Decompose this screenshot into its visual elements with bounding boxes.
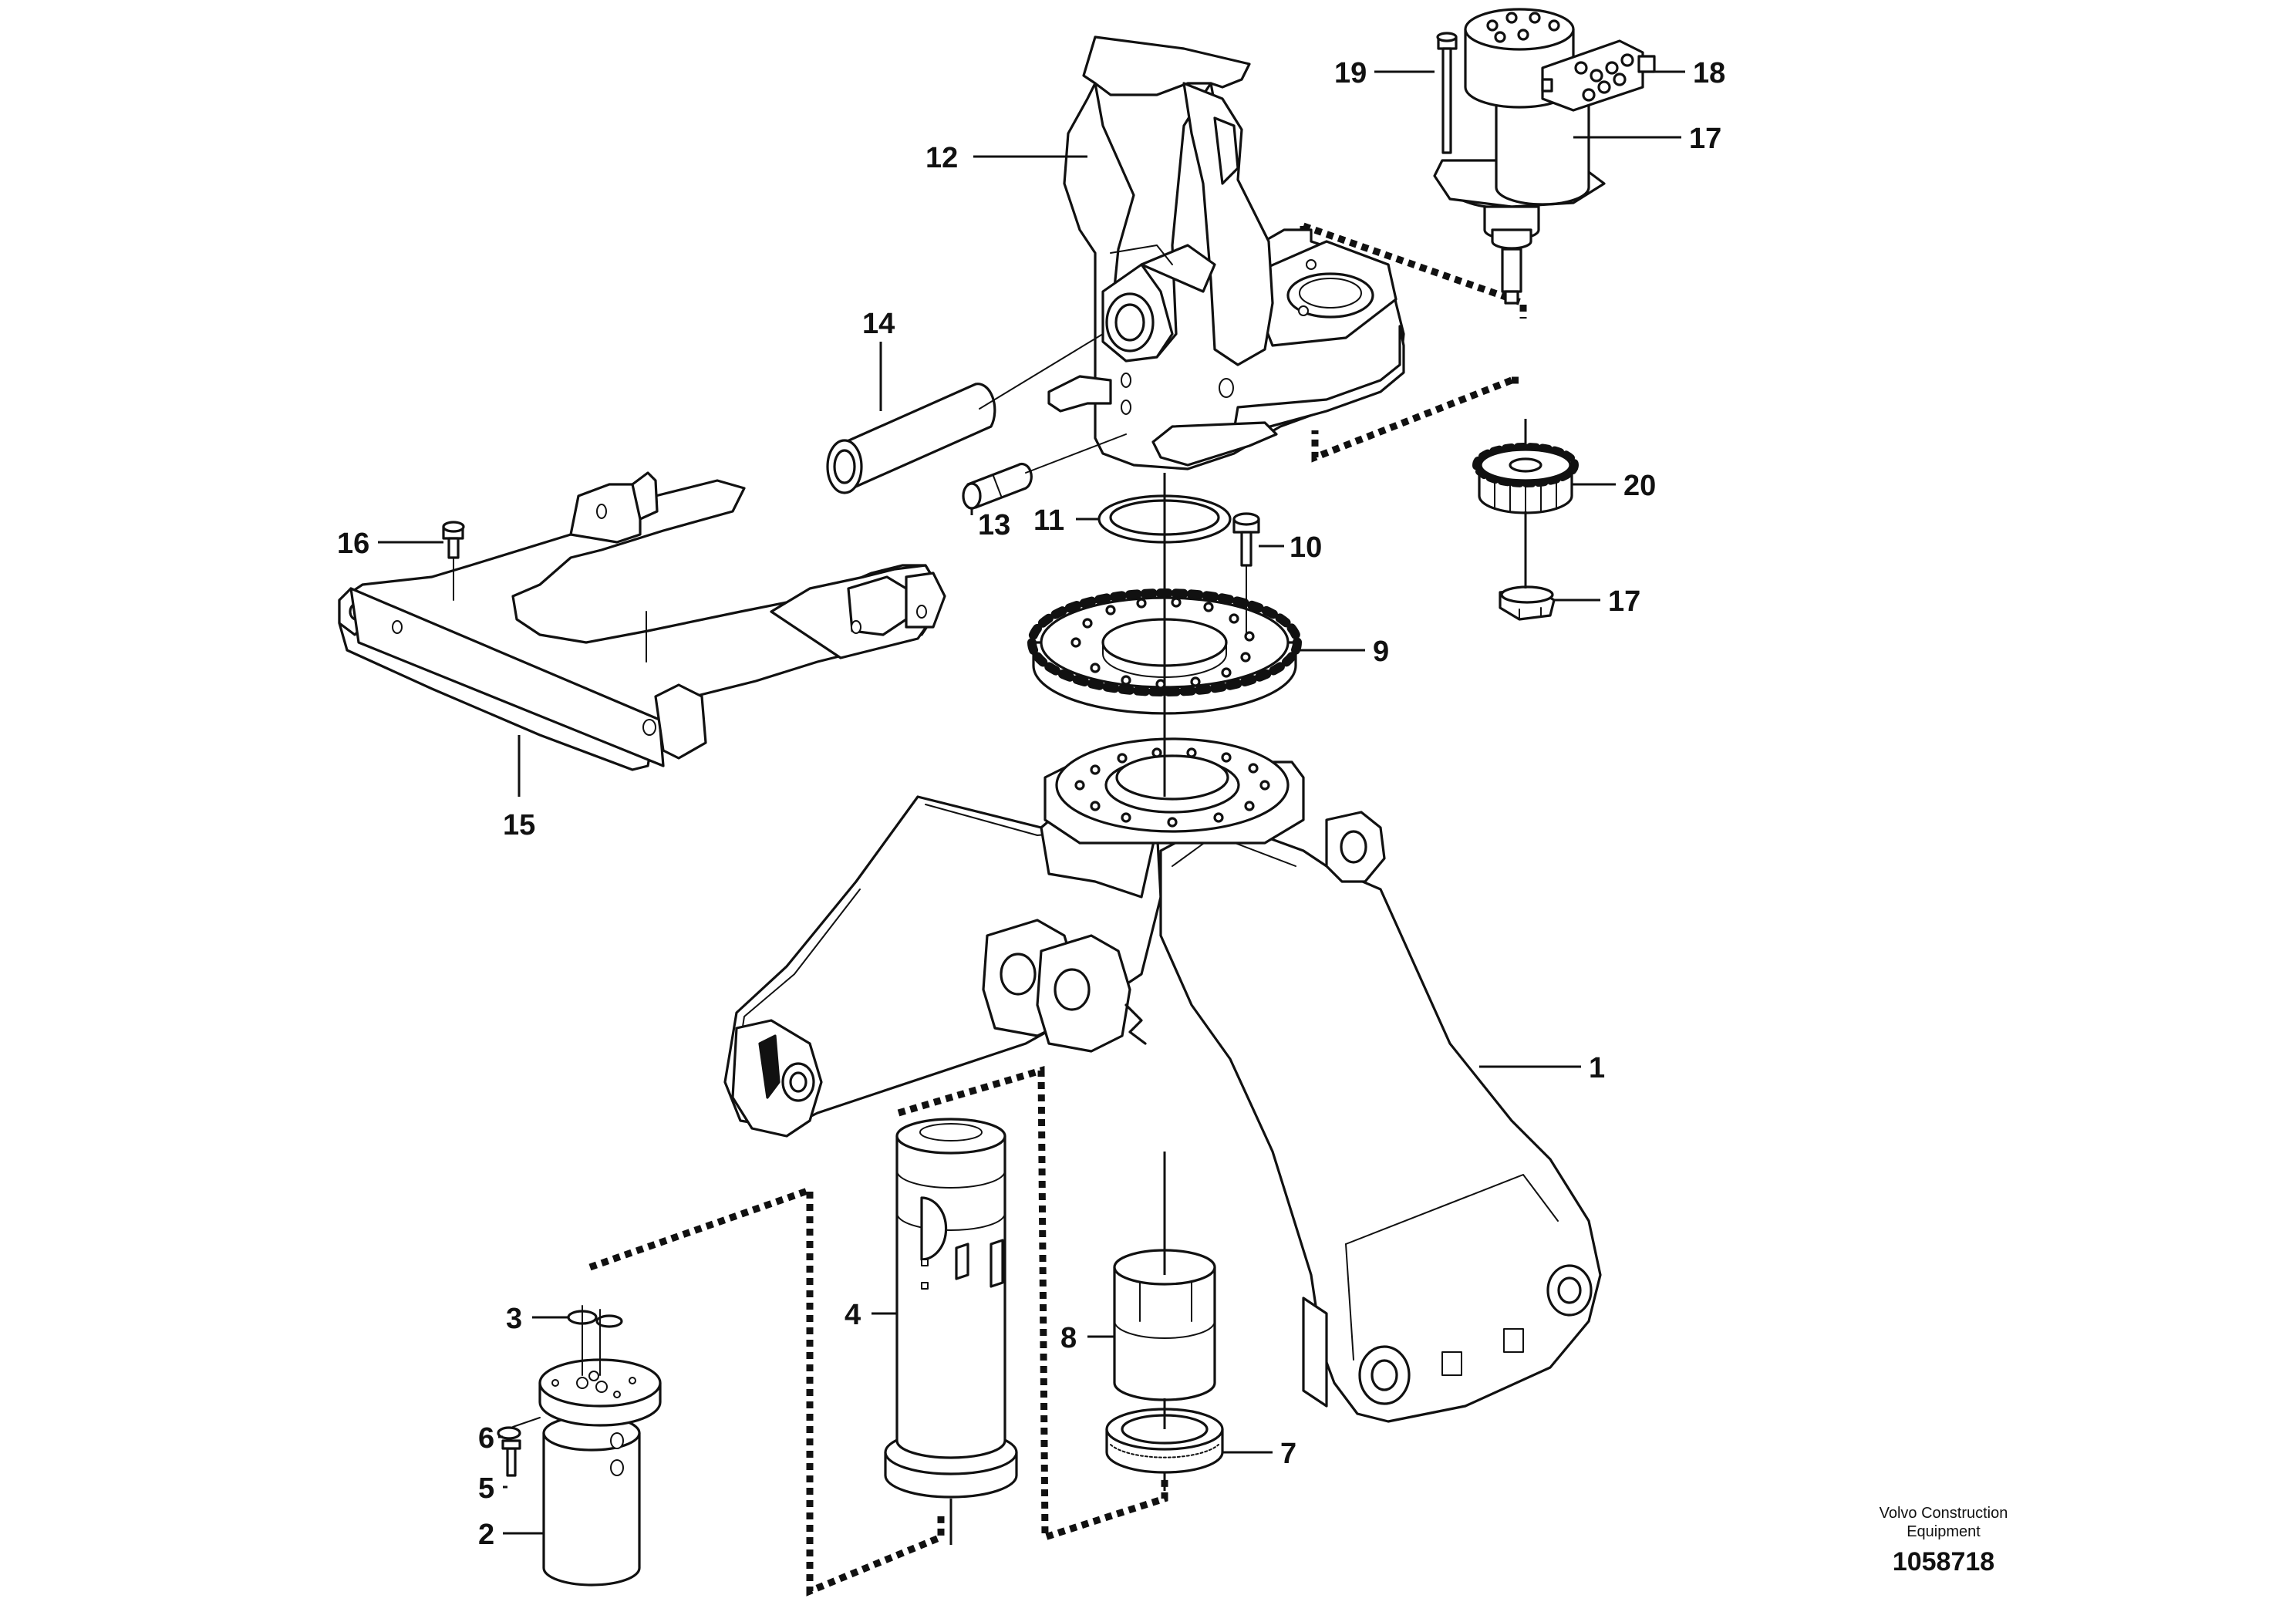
part-10-bolt	[1232, 512, 1260, 636]
part-14-sleeve	[826, 333, 1104, 494]
label-part-13: 13	[978, 509, 1010, 541]
part-15-bracket	[338, 471, 946, 771]
label-part-20: 20	[1623, 470, 1656, 502]
label-part-11: 11	[1033, 504, 1064, 537]
label-part-3: 3	[506, 1303, 522, 1335]
label-part-16: 16	[337, 528, 369, 560]
label-part-6: 6	[478, 1422, 494, 1455]
part-16-screw	[442, 521, 465, 601]
part-4-pin	[884, 1118, 1018, 1499]
label-part-7: 7	[1280, 1438, 1296, 1470]
part-13-plug	[962, 433, 1127, 510]
part-8-bushing	[1113, 1249, 1216, 1401]
part-19-bolt	[1436, 32, 1458, 154]
label-part-5: 5	[478, 1472, 494, 1505]
part-17-slewing-motor	[1433, 8, 1656, 305]
part-12-slewing-housing	[1047, 35, 1405, 470]
label-part-1: 1	[1589, 1052, 1605, 1084]
label-part-2: 2	[478, 1519, 494, 1551]
label-part-8: 8	[1060, 1322, 1077, 1354]
callout-labels: 1 2 3 4 5 6 7 8 9 10 11 12 13 14 15 16 1…	[337, 57, 1725, 1551]
part-1-frame	[723, 737, 1602, 1423]
label-part-10: 10	[1290, 531, 1322, 564]
label-part-17-nut: 17	[1608, 585, 1640, 618]
label-part-4: 4	[845, 1299, 861, 1331]
part-17-nut	[1499, 585, 1556, 621]
part-20-pinion-gear	[1472, 443, 1579, 514]
label-part-17-motor: 17	[1689, 123, 1721, 155]
part-2-swivel	[538, 1358, 662, 1587]
label-part-18: 18	[1693, 57, 1725, 89]
label-part-12: 12	[925, 142, 958, 174]
footer: Volvo Construction Equipment 1058718	[1880, 1505, 2008, 1576]
part-5-6-screw-washer	[497, 1417, 541, 1477]
axis-lines	[949, 419, 1527, 1545]
label-part-14: 14	[862, 308, 895, 340]
label-part-15: 15	[503, 809, 535, 841]
assembly-dashed-lines	[588, 222, 1527, 1597]
brand-line-1: Volvo Construction	[1880, 1505, 2008, 1522]
brand-line-2: Equipment	[1907, 1523, 1981, 1540]
label-part-9: 9	[1373, 636, 1389, 668]
label-part-19: 19	[1334, 57, 1367, 89]
leader-lines	[378, 70, 1685, 1535]
drawing-number: 1058718	[1893, 1547, 1994, 1576]
